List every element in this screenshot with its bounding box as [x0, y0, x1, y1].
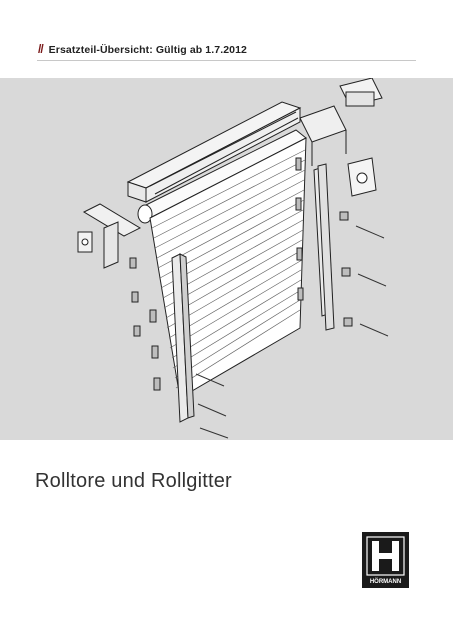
- document-header: // Ersatzteil-Übersicht: Gültig ab 1.7.2…: [38, 42, 247, 56]
- product-title: Rolltore und Rollgitter: [35, 470, 232, 492]
- exploded-door-assembly-icon: [77, 78, 389, 439]
- hoermann-logo: HÖRMANN: [362, 532, 409, 588]
- document-subtitle: Ersatzteil-Übersicht: Gültig ab 1.7.2012: [48, 44, 247, 56]
- header-slash-mark: //: [38, 42, 44, 56]
- exploded-view-illustration: [0, 78, 453, 440]
- logo-wordmark: HÖRMANN: [370, 578, 401, 585]
- hoermann-logo-icon: HÖRMANN: [364, 534, 407, 586]
- header-divider: [37, 60, 416, 61]
